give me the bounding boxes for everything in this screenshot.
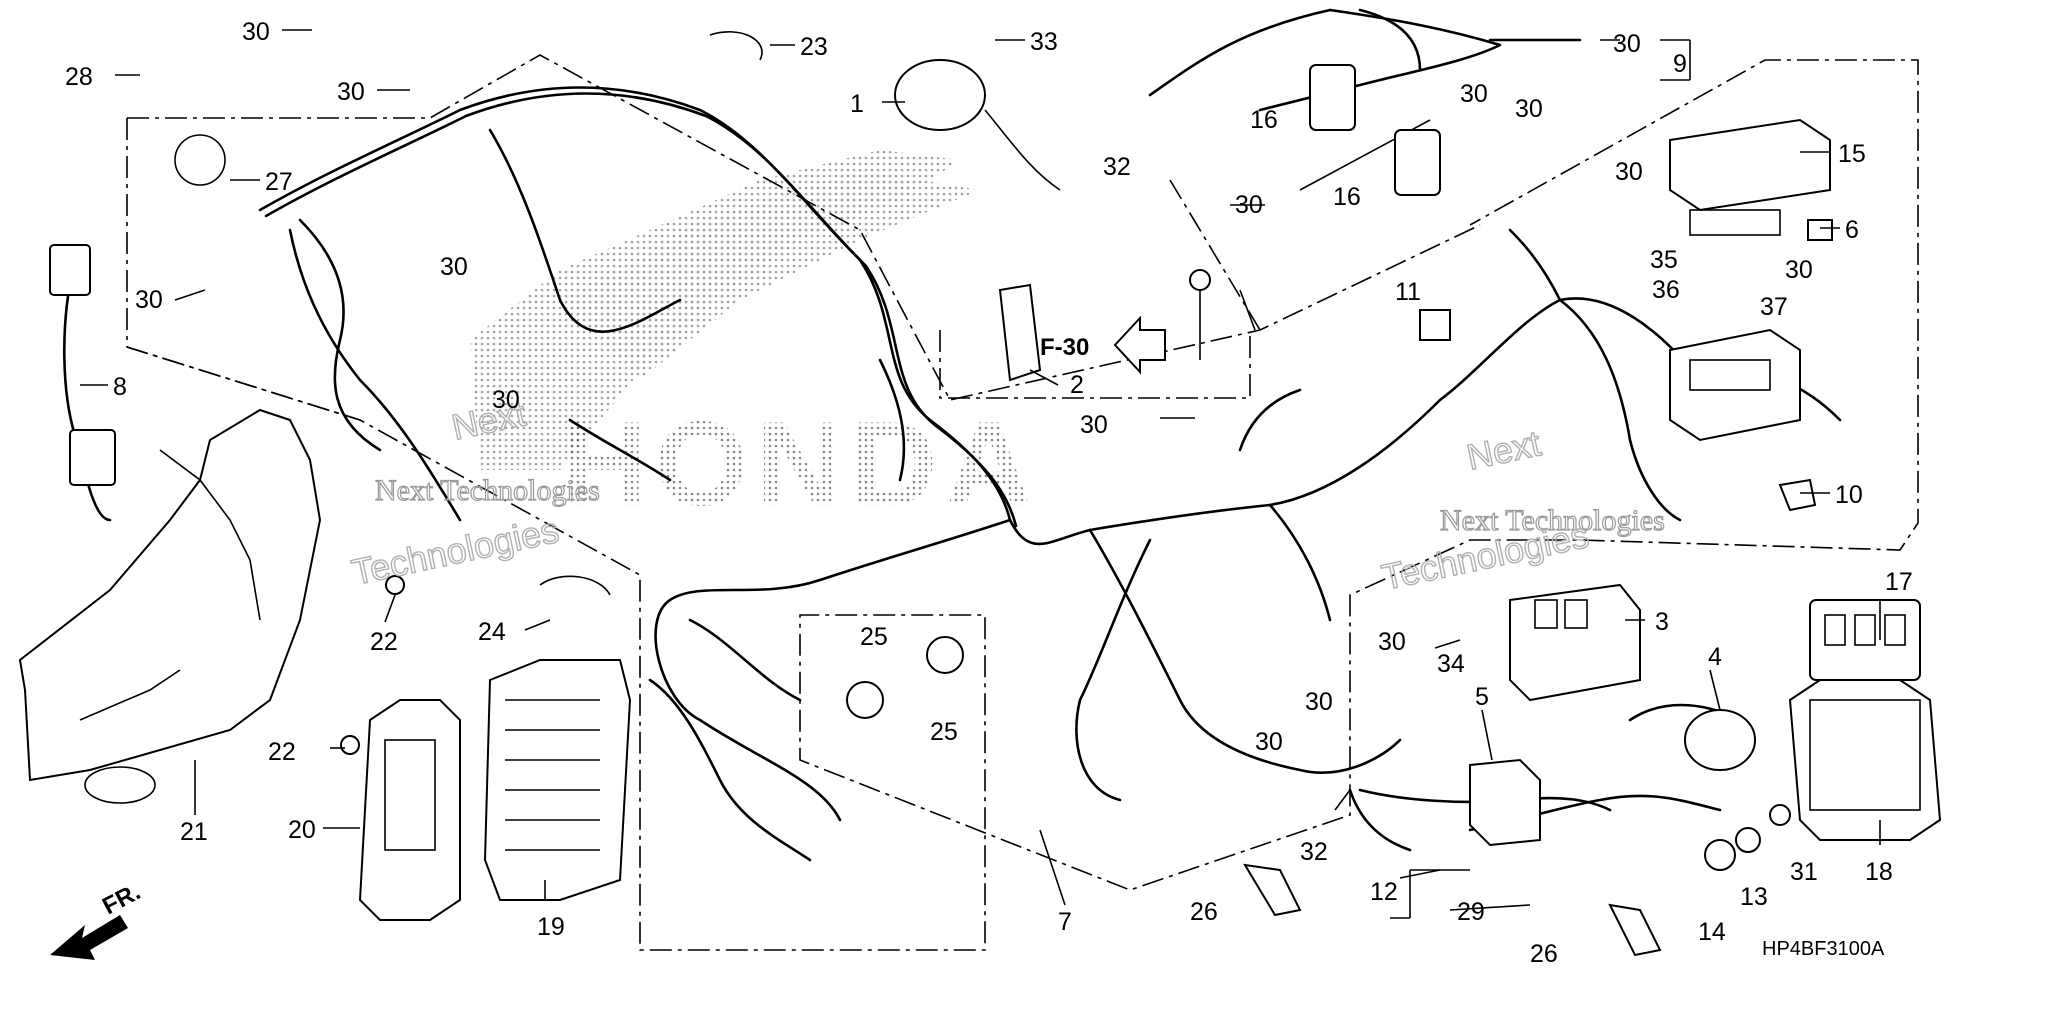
drawing-code: HP4BF3100A bbox=[1762, 938, 1885, 960]
callout-30: 30 bbox=[242, 18, 270, 46]
callout-10: 10 bbox=[1835, 481, 1863, 509]
callout-11: 11 bbox=[1395, 278, 1421, 306]
callout-20: 20 bbox=[288, 816, 316, 844]
callout-17: 17 bbox=[1885, 568, 1913, 596]
callout-8: 8 bbox=[113, 373, 127, 401]
watermark-text: Next Technologies bbox=[375, 474, 600, 507]
callout-29: 29 bbox=[1457, 898, 1485, 926]
watermark-text: Technologies bbox=[348, 509, 562, 593]
callout-30: 30 bbox=[1615, 158, 1643, 186]
callout-19: 19 bbox=[537, 913, 565, 941]
callout-35: 35 bbox=[1650, 246, 1678, 274]
main-harness bbox=[63, 8, 1842, 862]
callout-30: 30 bbox=[492, 386, 520, 414]
front-arrow-label: FR. bbox=[98, 878, 145, 920]
callout-30: 30 bbox=[1255, 728, 1283, 756]
callout-27: 27 bbox=[265, 168, 293, 196]
callout-12: 12 bbox=[1370, 878, 1398, 906]
callout-22: 22 bbox=[268, 738, 296, 766]
brand-wing-watermark bbox=[470, 150, 980, 470]
callout-25: 25 bbox=[930, 718, 958, 746]
callout-37: 37 bbox=[1760, 293, 1788, 321]
callout-15: 15 bbox=[1838, 140, 1866, 168]
reference-label: F-30 bbox=[1040, 334, 1089, 361]
callout-1: 1 bbox=[850, 90, 864, 118]
callout-34: 34 bbox=[1437, 650, 1465, 678]
callout-18: 18 bbox=[1865, 858, 1893, 886]
brand-watermark-text: HONDA bbox=[560, 397, 1040, 531]
callout-30: 30 bbox=[1460, 80, 1488, 108]
callout-33: 33 bbox=[1030, 28, 1058, 56]
callout-21: 21 bbox=[180, 818, 208, 846]
component-shapes bbox=[18, 31, 1942, 957]
callout-32: 32 bbox=[1300, 838, 1328, 866]
callout-23: 23 bbox=[800, 33, 828, 61]
callout-25: 25 bbox=[860, 623, 888, 651]
callout-30: 30 bbox=[1235, 191, 1263, 219]
callout-13: 13 bbox=[1740, 883, 1768, 911]
callout-24: 24 bbox=[478, 618, 506, 646]
front-direction-arrow: FR. bbox=[50, 878, 145, 960]
callout-6: 6 bbox=[1845, 216, 1859, 244]
callout-31: 31 bbox=[1790, 858, 1818, 886]
callout-14: 14 bbox=[1698, 918, 1726, 946]
callout-22: 22 bbox=[370, 628, 398, 656]
callout-30: 30 bbox=[1613, 30, 1641, 58]
watermark-text: Next bbox=[1463, 422, 1544, 477]
callout-30: 30 bbox=[1378, 628, 1406, 656]
callout-30: 30 bbox=[1080, 411, 1108, 439]
callout-9: 9 bbox=[1673, 50, 1687, 78]
callout-7: 7 bbox=[1058, 908, 1072, 936]
callout-30: 30 bbox=[135, 286, 163, 314]
watermark-text: Next Technologies bbox=[1440, 504, 1665, 537]
callout-28: 28 bbox=[65, 63, 93, 91]
callout-26: 26 bbox=[1190, 898, 1218, 926]
callout-30: 30 bbox=[1785, 256, 1813, 284]
leader-lines bbox=[80, 29, 1881, 919]
callout-30: 30 bbox=[1305, 688, 1333, 716]
callout-30: 30 bbox=[440, 253, 468, 281]
callout-30: 30 bbox=[1515, 95, 1543, 123]
callout-5: 5 bbox=[1475, 683, 1489, 711]
callout-2: 2 bbox=[1070, 371, 1084, 399]
callout-30: 30 bbox=[337, 78, 365, 106]
reference-arrow: F-30 bbox=[1040, 315, 1166, 375]
callout-labels: 30 28 30 23 33 1 27 30 8 30 30 2 32 30 1… bbox=[65, 18, 1913, 968]
callout-16: 16 bbox=[1333, 183, 1361, 211]
callout-4: 4 bbox=[1708, 643, 1722, 671]
callout-32: 32 bbox=[1103, 153, 1131, 181]
callout-16: 16 bbox=[1250, 106, 1278, 134]
callout-26: 26 bbox=[1530, 940, 1558, 968]
callout-3: 3 bbox=[1655, 608, 1669, 636]
callout-36: 36 bbox=[1652, 276, 1680, 304]
